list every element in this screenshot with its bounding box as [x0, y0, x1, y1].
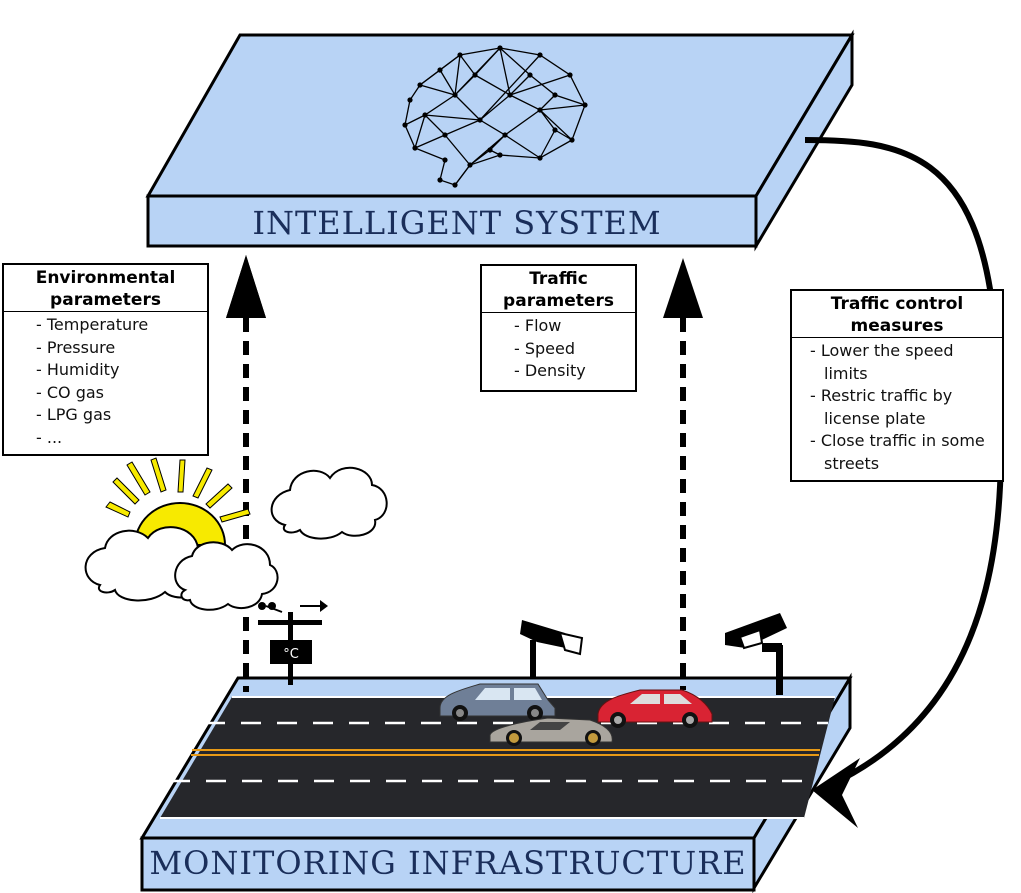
list-item: - ...	[36, 427, 63, 447]
traffic-control-measures-list: - Lower the speed limits - Restric traff…	[792, 338, 1002, 479]
list-item: - Temperature	[36, 315, 149, 334]
traffic-control-measures-title: Traffic control measures	[792, 291, 1002, 338]
traffic-control-measures-title-line2: measures	[850, 316, 944, 336]
list-item: - Humidity	[36, 360, 120, 379]
environmental-parameters-title: Environmental parameters	[4, 265, 207, 312]
traffic-parameters-title-line2: parameters	[503, 291, 614, 311]
traffic-control-measures-box: Traffic control measures - Lower the spe…	[790, 289, 1004, 482]
intelligent-system-panel: INTELLIGENT SYSTEM	[145, 29, 855, 252]
list-item: - Lower the speed limits	[810, 341, 954, 383]
traffic-parameters-box: Traffic parameters - Flow - Speed - Dens…	[480, 264, 637, 392]
list-item: - Speed	[514, 338, 576, 358]
car-blue-icon	[439, 683, 556, 721]
car-red-icon	[597, 689, 713, 728]
traffic-data-arrow	[663, 258, 703, 690]
env-data-arrow	[226, 255, 266, 692]
list-item: - Pressure	[36, 337, 116, 357]
intelligent-system-title: INTELLIGENT SYSTEM	[252, 204, 661, 242]
list-item: - LPG gas	[36, 405, 112, 424]
list-item: - Restric traffic by license plate	[810, 386, 953, 428]
environmental-parameters-title-line2: parameters	[50, 290, 161, 310]
environmental-parameters-title-line1: Environmental	[35, 268, 176, 288]
environmental-parameters-box: Environmental parameters - Temperature -…	[2, 263, 209, 456]
temperature-sign: °C	[283, 647, 299, 662]
cloud-icon	[84, 466, 388, 611]
traffic-camera-icon	[520, 620, 584, 678]
traffic-parameters-list: - Flow - Speed - Density	[482, 313, 635, 387]
road	[160, 697, 835, 818]
environmental-parameters-list: - Temperature - Pressure - Humidity - CO…	[4, 312, 207, 453]
traffic-parameters-title-line1: Traffic	[529, 269, 588, 289]
traffic-control-measures-title-line1: Traffic control	[830, 294, 964, 314]
monitoring-infrastructure-title: MONITORING INFRASTRUCTURE	[149, 844, 746, 882]
weather-station-icon: °C	[258, 600, 328, 685]
traffic-camera-icon-2	[725, 613, 787, 695]
list-item: - Flow	[514, 316, 562, 335]
car-silver-icon	[489, 717, 613, 746]
list-item: - Density	[514, 361, 586, 380]
traffic-parameters-title: Traffic parameters	[482, 266, 635, 313]
brain-network-icon	[402, 45, 588, 188]
list-item: - Close traffic in some streets	[810, 431, 985, 473]
list-item: - CO gas	[36, 382, 105, 402]
